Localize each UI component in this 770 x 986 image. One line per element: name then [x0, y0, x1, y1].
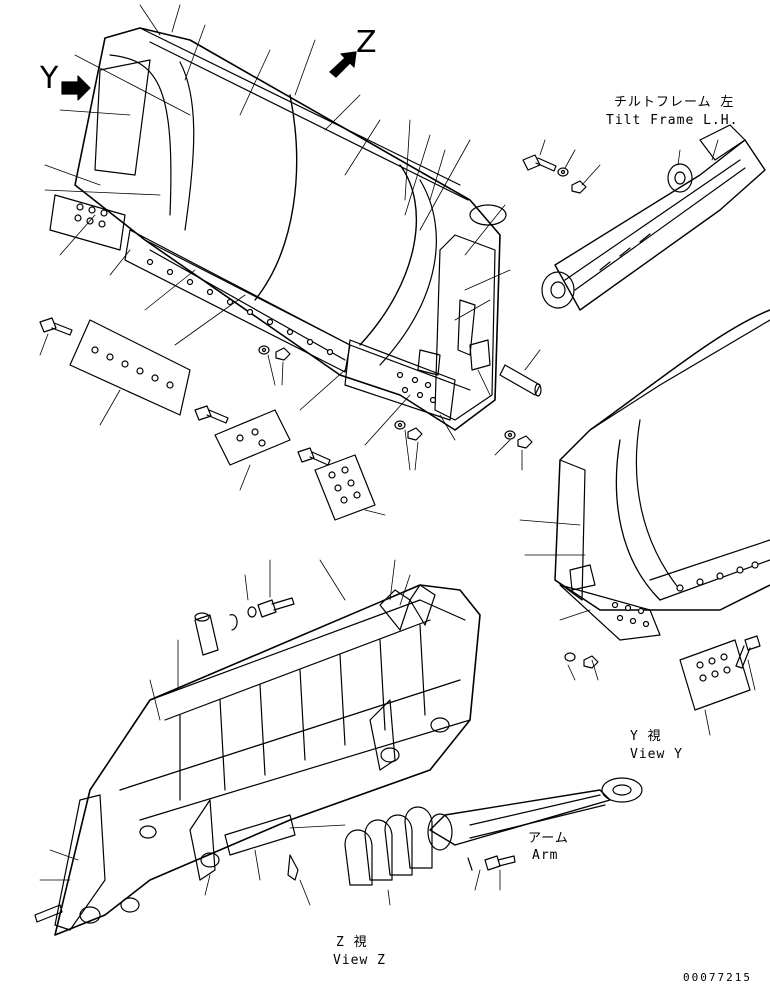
view-y-blade: [519, 309, 770, 736]
view-y-marker: Y: [40, 61, 59, 96]
arm-label-jp: アーム: [528, 831, 569, 846]
view-z-marker: Z: [356, 25, 377, 60]
view-y-label-en: View Y: [630, 747, 683, 762]
leader-lines-main: [44, 4, 511, 446]
view-arrows: [61, 51, 357, 101]
arm-label-en: Arm: [532, 848, 559, 863]
view-z-label-jp: Z 視: [336, 935, 368, 950]
tilt-frame: [522, 124, 766, 311]
document-number: 00077215: [683, 971, 752, 984]
view-z-label-en: View Z: [333, 953, 386, 968]
tilt-frame-label-en: Tilt Frame L.H.: [606, 113, 739, 128]
view-y-label-jp: Y 視: [630, 729, 662, 744]
view-z-blade: [34, 559, 643, 936]
main-blade: [49, 27, 507, 431]
hardware-main: [39, 317, 542, 521]
tilt-frame-label-jp: チルトフレーム 左: [614, 95, 735, 110]
